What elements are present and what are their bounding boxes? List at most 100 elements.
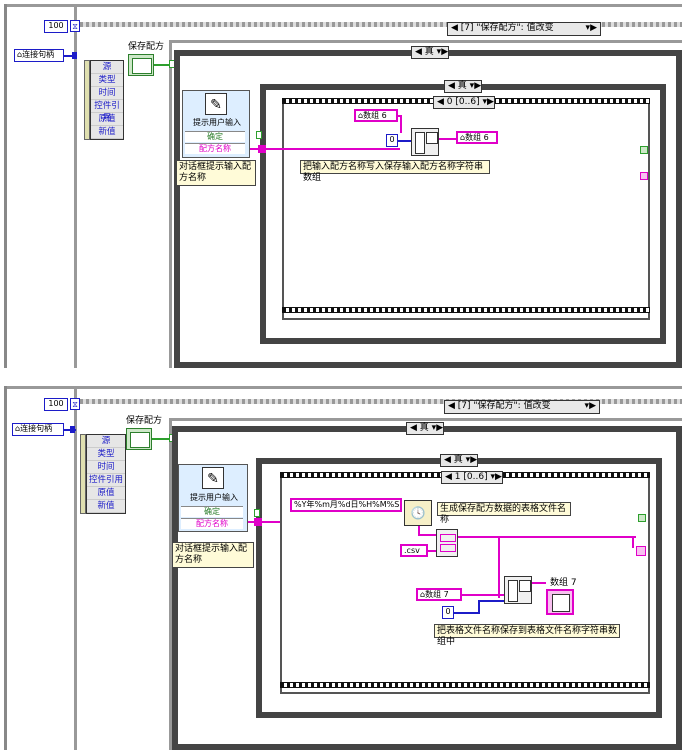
sequence-selector[interactable]: ◀ 0 [0..6] ▾▶ bbox=[433, 96, 495, 109]
index-constant[interactable]: 0 bbox=[386, 134, 398, 147]
event-field-time: 时间 bbox=[91, 87, 123, 100]
connection-handle-control[interactable]: ⌂连接句柄 bbox=[12, 423, 64, 436]
array-indicator: ⌂数组 6 bbox=[456, 131, 498, 144]
array-constant-label: 数组 7 bbox=[425, 590, 449, 599]
event-structure-frame bbox=[169, 418, 682, 750]
index-wire-up bbox=[478, 600, 480, 614]
dialog-icon: ✎ bbox=[205, 93, 227, 115]
event-field-ctlref: 控件引用 bbox=[87, 475, 125, 487]
concatenate-strings-node[interactable] bbox=[436, 529, 458, 557]
timeout-constant[interactable]: 100 bbox=[44, 20, 68, 33]
right-tunnel-pink bbox=[640, 172, 648, 180]
event-field-time: 时间 bbox=[87, 461, 125, 474]
event-node-bar bbox=[84, 60, 90, 140]
connection-handle-control[interactable]: ⌂连接句柄 bbox=[14, 49, 64, 62]
array-wire bbox=[462, 594, 504, 596]
sequence-film-bottom bbox=[280, 682, 650, 688]
boolean-wire bbox=[154, 64, 170, 66]
dropdown-arrow-icon[interactable]: ▾▶ bbox=[585, 23, 597, 33]
connection-handle-label: 连接句柄 bbox=[20, 424, 53, 433]
dialog-title: 提示用户输入 bbox=[193, 118, 241, 127]
csv-wire bbox=[428, 550, 436, 552]
home-icon: ⌂ bbox=[460, 133, 466, 142]
event-field-oldval: 原值 bbox=[87, 487, 125, 500]
array-constant[interactable]: ⌂数组 7 bbox=[416, 588, 462, 601]
panel-separator bbox=[0, 368, 687, 386]
prompt-user-input-node[interactable]: ✎ 提示用户输入 确定 配方名称 bbox=[182, 90, 250, 158]
format-out-wire bbox=[418, 526, 420, 536]
button-terminal-label: 保存配方 bbox=[126, 416, 163, 426]
string-wire-main bbox=[250, 148, 400, 150]
event-data-node: 源 类型 时间 控件引用 原值 新值 bbox=[90, 60, 124, 140]
index-wire-h2 bbox=[478, 600, 504, 602]
replace-array-subset-node[interactable] bbox=[504, 576, 532, 604]
format-string-constant[interactable]: %Y年%m月%d日%H%M%S bbox=[290, 498, 402, 512]
array-constant-label: 数组 6 bbox=[363, 111, 387, 120]
format-out-wire-h bbox=[420, 534, 436, 536]
prev-arrow-icon[interactable]: ◀ bbox=[451, 23, 458, 33]
button-terminal[interactable] bbox=[126, 428, 152, 450]
while-loop-left-border bbox=[74, 4, 77, 368]
left-divider bbox=[4, 4, 7, 368]
block-diagram-panel-2: 100 ⧖ ◀ [7] "保存配方": 值改变 ▾▶ ⌂连接句柄 源 类型 时间… bbox=[4, 386, 682, 750]
string-tunnel bbox=[258, 145, 266, 153]
right-tunnel-green bbox=[638, 514, 646, 522]
array-indicator bbox=[546, 589, 574, 615]
ok-tunnel bbox=[256, 131, 262, 139]
array-out-wire bbox=[532, 582, 546, 584]
index-wire bbox=[454, 612, 480, 614]
connection-handle-label: 连接句柄 bbox=[22, 50, 55, 59]
array-constant[interactable]: ⌂数组 6 bbox=[354, 109, 398, 122]
event-case-selector[interactable]: ◀ [7] "保存配方": 值改变 ▾▶ bbox=[447, 22, 601, 36]
prev-arrow-icon[interactable]: ◀ bbox=[448, 401, 455, 411]
dropdown-arrow-icon[interactable]: ▾▶ bbox=[584, 401, 596, 411]
while-loop-top-border bbox=[74, 22, 682, 27]
prompt-user-input-node[interactable]: ✎ 提示用户输入 确定 配方名称 bbox=[178, 464, 248, 532]
dialog-icon: ✎ bbox=[202, 467, 224, 489]
string-tunnel bbox=[254, 518, 262, 526]
array-indicator-label: 数组 7 bbox=[550, 578, 577, 588]
index-wire bbox=[398, 140, 412, 142]
connection-wire bbox=[64, 55, 76, 57]
boolean-wire bbox=[152, 438, 170, 440]
dialog-output-ok: 确定 bbox=[185, 131, 245, 142]
sequence-frame-label: 0 [0..6] bbox=[446, 97, 480, 107]
button-terminal-label: 保存配方 bbox=[128, 42, 165, 52]
right-tunnel-green bbox=[640, 146, 648, 154]
connection-terminal bbox=[72, 52, 77, 59]
event-field-oldval: 原值 bbox=[91, 113, 123, 126]
string-wire-main bbox=[248, 521, 280, 523]
right-wire-drop bbox=[632, 536, 634, 548]
timeout-constant[interactable]: 100 bbox=[44, 398, 68, 411]
case-inner-label: 真 bbox=[457, 81, 467, 91]
case-selector-inner[interactable]: ◀ 真 ▾▶ bbox=[444, 80, 482, 93]
event-data-node: 源 类型 时间 控件引用 原值 新值 bbox=[86, 434, 126, 514]
index-constant[interactable]: 0 bbox=[442, 606, 454, 619]
concat-out-wire bbox=[458, 536, 636, 538]
dialog-title: 提示用户输入 bbox=[190, 493, 238, 502]
home-icon: ⌂ bbox=[358, 111, 364, 120]
csv-constant[interactable]: .csv bbox=[400, 544, 428, 557]
event-field-ctlref: 控件引用 bbox=[91, 100, 123, 123]
format-datetime-node[interactable]: 🕓 bbox=[404, 500, 432, 526]
event-case-label: [7] "保存配方": 值改变 bbox=[457, 401, 551, 411]
case-selector-inner[interactable]: ◀ 真 ▾▶ bbox=[440, 454, 478, 467]
sequence-film-bottom bbox=[282, 307, 650, 313]
block-diagram-panel-1: 100 ⧖ ◀ [7] "保存配方": 值改变 ▾▶ ⌂连接句柄 源 类型 时间… bbox=[4, 4, 682, 368]
hourglass-icon: ⧖ bbox=[70, 20, 80, 32]
case-selector-outer[interactable]: ◀ 真 ▾▶ bbox=[406, 422, 444, 435]
sequence-selector[interactable]: ◀ 1 [0..6] ▾▶ bbox=[441, 471, 503, 484]
sequence-comment: 把输入配方名称写入保存输入配方名称字符串数组 bbox=[300, 160, 490, 183]
left-divider bbox=[4, 386, 7, 750]
event-field-newval: 新值 bbox=[91, 126, 123, 139]
dialog-output-ok: 确定 bbox=[181, 506, 243, 517]
replace-array-subset-node[interactable] bbox=[411, 128, 439, 156]
button-terminal[interactable] bbox=[128, 54, 154, 76]
connection-terminal bbox=[70, 426, 75, 433]
home-icon: ⌂ bbox=[15, 424, 21, 433]
event-case-selector[interactable]: ◀ [7] "保存配方": 值改变 ▾▶ bbox=[444, 400, 600, 414]
dialog-output-name: 配方名称 bbox=[185, 143, 245, 154]
case-selector-outer[interactable]: ◀ 真 ▾▶ bbox=[411, 46, 449, 59]
event-field-type: 类型 bbox=[91, 74, 123, 87]
format-comment: 生成保存配方数据的表格文件名称 bbox=[437, 502, 571, 525]
